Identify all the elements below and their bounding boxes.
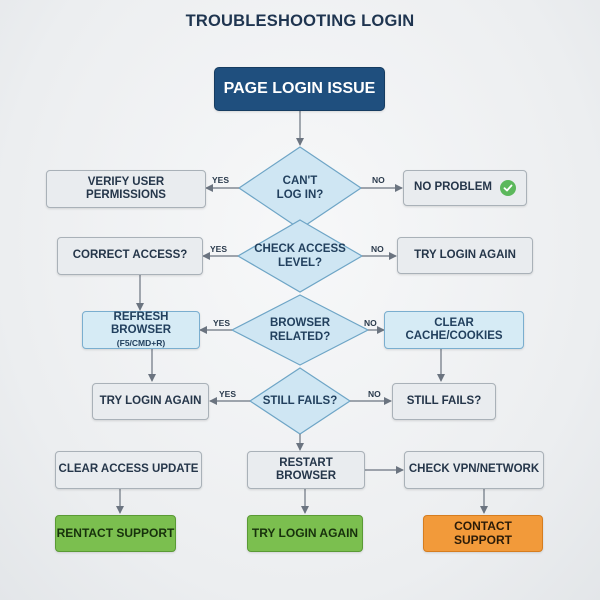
edge-label-yes-3: YES [213,318,231,328]
start-node-label: PAGE LOGIN ISSUE [223,79,376,97]
try-login-left-label: TRY LOGIN AGAIN [99,394,202,407]
check-vpn-box: CHECK VPN/NETWORK [404,451,544,489]
diamond-check-access [236,219,364,293]
decision-still-fails: STILL FAILS? [256,389,344,413]
contact-support-label: CONTACT SUPPORT [453,518,512,547]
no-problem-box: NO PROBLEM [403,170,527,206]
check-circle-icon [499,180,516,196]
rentact-support-box: RENTACT SUPPORT [55,515,176,552]
try-login-bottom-label: TRY LOGIN AGAIN [251,525,359,540]
decision-check-access-label: CHECK ACCESS LEVEL? [254,242,346,269]
start-node: PAGE LOGIN ISSUE [214,67,385,111]
decision-check-access: CHECK ACCESS LEVEL? [245,230,355,282]
restart-browser-label: RESTART BROWSER [275,456,337,482]
edge-label-no-2: NO [371,244,384,254]
correct-access-box: CORRECT ACCESS? [57,237,203,275]
page-title: TROUBLESHOOTING LOGIN [185,12,415,30]
rentact-support-label: RENTACT SUPPORT [56,525,175,540]
decision-still-fails-label: STILL FAILS? [262,394,338,407]
contact-support-box: CONTACT SUPPORT [423,515,543,552]
clear-cache-label: CLEAR CACHE/COOKIES [405,316,503,342]
still-fails-box: STILL FAILS? [392,383,496,420]
decision-browser-related: BROWSER RELATED? [240,316,360,343]
refresh-browser-label: REFRESH BROWSER [110,310,172,337]
try-login-right-box: TRY LOGIN AGAIN [397,237,533,274]
diamond-browser-related [230,294,370,366]
clear-cache-box: CLEAR CACHE/COOKIES [384,311,524,349]
refresh-browser-shortcut: (F5/CMD+R) [116,338,166,349]
correct-access-label: CORRECT ACCESS? [72,249,188,262]
edge-label-no-1: NO [372,175,385,185]
verify-permissions-label: VERIFY USER PERMISSIONS [86,175,166,201]
edge-label-no-4: NO [368,389,381,399]
check-vpn-label: CHECK VPN/NETWORK [408,463,540,476]
decision-cant-login: CAN'T LOG IN? [249,160,351,216]
edge-label-no-3: NO [364,318,377,328]
refresh-browser-box: REFRESH BROWSER (F5/CMD+R) [82,311,200,349]
try-login-bottom-box: TRY LOGIN AGAIN [247,515,363,552]
still-fails-box-label: STILL FAILS? [406,394,482,407]
verify-permissions-box: VERIFY USER PERMISSIONS [46,170,206,208]
clear-access-update-label: CLEAR ACCESS UPDATE [58,463,199,476]
decision-browser-related-label: BROWSER RELATED? [269,316,331,343]
edge-label-yes-1: YES [212,175,230,185]
restart-browser-box: RESTART BROWSER [247,451,365,489]
decision-cant-login-label: CAN'T LOG IN? [276,174,324,201]
no-problem-label: NO PROBLEM [414,181,492,194]
try-login-left-box: TRY LOGIN AGAIN [92,383,209,420]
edge-label-yes-2: YES [210,244,228,254]
clear-access-update-box: CLEAR ACCESS UPDATE [55,451,202,489]
try-login-right-label: TRY LOGIN AGAIN [414,248,516,261]
edge-label-yes-4: YES [219,389,237,399]
